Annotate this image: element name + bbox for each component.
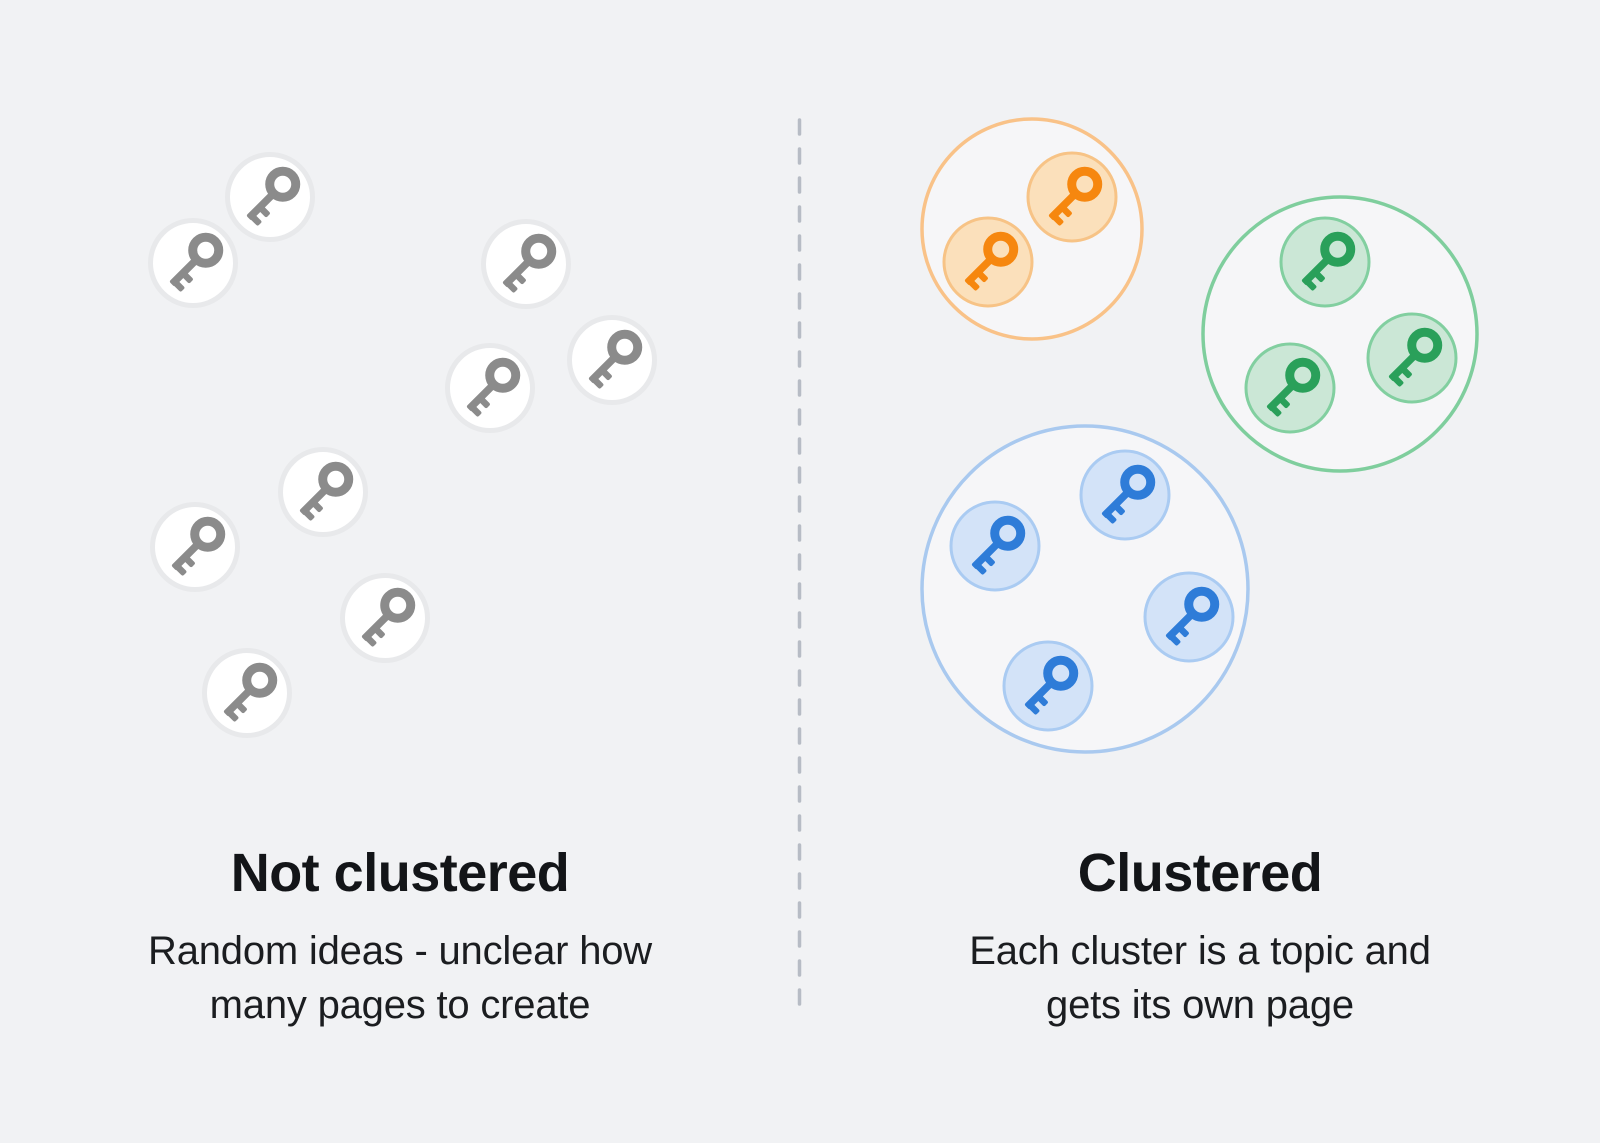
- right-caption: Clustered Each cluster is a topic and ge…: [800, 842, 1600, 1032]
- cluster-orange: [920, 117, 1144, 341]
- left-subtitle-line1: Random ideas - unclear how: [148, 929, 652, 973]
- left-panel-title: Not clustered: [230, 843, 570, 903]
- right-subtitle-line1: Each cluster is a topic and: [969, 929, 1431, 973]
- right-panel-subtitle: Each cluster is a topic and gets its own…: [800, 924, 1600, 1032]
- cluster-circle-orange: [920, 117, 1144, 341]
- left-panel-subtitle: Random ideas - unclear how many pages to…: [0, 924, 800, 1032]
- right-panel-title: Clustered: [1077, 843, 1323, 903]
- left-subtitle-line2: many pages to create: [209, 983, 591, 1027]
- left-caption: Not clustered Random ideas - unclear how…: [0, 842, 800, 1032]
- cluster-green: [1201, 195, 1479, 473]
- right-subtitle-line2: gets its own page: [1046, 983, 1354, 1027]
- cluster-blue: [920, 424, 1250, 754]
- unclustered-keys-group: [148, 152, 657, 738]
